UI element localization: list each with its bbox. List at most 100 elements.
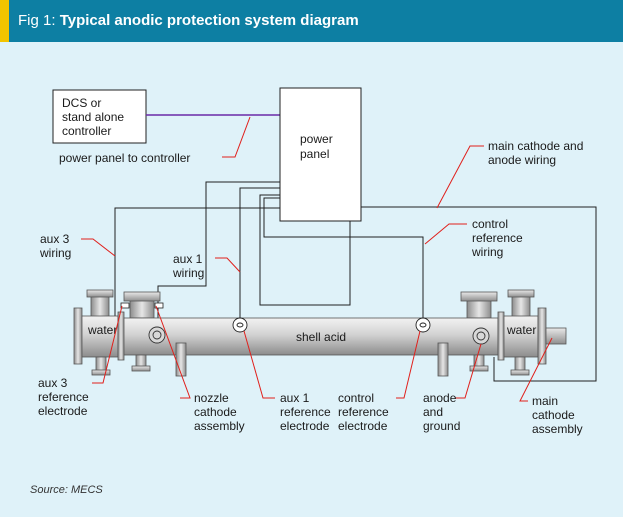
anode-ground-wire — [493, 357, 545, 382]
leader-aux1-wiring — [215, 257, 241, 273]
figure-title: Fig 1: Typical anodic protection system … — [18, 0, 359, 42]
control-ref-wiring-label-2: reference — [472, 231, 523, 245]
bottom-nozzle-right-2 — [514, 356, 526, 372]
nozzle-right-1-flange — [460, 291, 498, 302]
control-ref-wiring-label-3: wiring — [471, 245, 503, 259]
aux1-electrode-port — [232, 317, 248, 333]
leader-lines — [81, 116, 553, 402]
nozzle-cathode-flange — [123, 291, 161, 302]
leader-aux3-wiring — [81, 238, 116, 257]
aux1-electrode-port-inner — [236, 322, 244, 328]
leader-nozzle-cathode — [155, 305, 191, 399]
aux1-wiring-label-1: aux 1 — [173, 252, 203, 266]
leader-main-cathode — [436, 145, 484, 209]
control-ref-wiring-label-1: control — [472, 217, 508, 231]
bottom-nozzle-left-flange — [91, 369, 111, 376]
power-panel-box — [279, 87, 362, 222]
anode-port-inner — [476, 331, 486, 341]
nozzle-label-3: assembly — [194, 419, 245, 433]
controller-label-2: stand alone — [62, 110, 124, 124]
control-electrode-port — [415, 317, 431, 333]
nozzle-cathode-tip — [154, 302, 164, 309]
anode-label-1: anode — [423, 391, 457, 405]
nozzle-right-2 — [511, 295, 531, 319]
nozzle-label-2: cathode — [194, 405, 237, 419]
aux1-wiring-label-2: wiring — [172, 266, 204, 280]
main-cathode-stub — [545, 327, 567, 345]
left-bonnet — [81, 315, 119, 358]
leader-control-electrode — [396, 330, 421, 399]
nozzle-left-aux3 — [90, 295, 110, 319]
nozzle-right-1 — [466, 299, 492, 319]
bottom-nozzle-left — [95, 356, 107, 372]
water-label-left: water — [87, 323, 117, 337]
bottom-nozzle-mid-left-flange — [131, 365, 151, 372]
leader-main-cathode-asm — [519, 337, 553, 402]
leader-anode — [455, 343, 482, 399]
leader-control-ref-wiring — [424, 223, 467, 245]
anode-label-2: and — [423, 405, 443, 419]
control-ref-wire — [263, 197, 424, 318]
power-panel-label-1: power — [300, 132, 333, 146]
main-cathode-wiring-label-1: main cathode and — [488, 139, 583, 153]
controller-label-1: DCS or — [62, 96, 101, 110]
controller-label-3: controller — [62, 124, 111, 138]
aux3-wiring-label-1: aux 3 — [40, 232, 70, 246]
aux3-electrode-tip — [120, 302, 130, 309]
main-cathode-wiring-label-2: anode wiring — [488, 153, 556, 167]
aux1-ref-label-2: reference — [280, 405, 331, 419]
nozzle-cathode-port-inner — [152, 330, 162, 340]
control-ref-label-3: electrode — [338, 419, 388, 433]
anode-label-3: ground — [423, 419, 460, 433]
aux1-ref-label-3: electrode — [280, 419, 330, 433]
nozzle-cathode-port — [148, 326, 166, 344]
control-ref-label-1: control — [338, 391, 374, 405]
nozzle-cathode — [129, 299, 155, 319]
support-left — [175, 342, 187, 377]
nozzle-right-2-flange — [507, 289, 535, 298]
power-panel-label-2: panel — [300, 147, 329, 161]
header-accent-bar — [0, 0, 9, 42]
aux3-ref-label-3: electrode — [38, 404, 88, 418]
anode-port — [472, 327, 490, 345]
nozzle-left-aux3-flange — [86, 289, 114, 298]
aux3-ref-label-1: aux 3 — [38, 376, 68, 390]
main-cathode-wire — [361, 206, 597, 382]
source-credit: Source: MECS — [30, 484, 103, 496]
bottom-nozzle-mid-left — [135, 354, 147, 368]
main-cathode-asm-label-2: cathode — [532, 408, 575, 422]
leader-power-to-controller — [222, 116, 251, 158]
power-panel-to-controller-label: power panel to controller — [59, 151, 190, 165]
aux1-wire — [239, 187, 280, 318]
aux3-ref-label-2: reference — [38, 390, 89, 404]
figure-number: Fig 1: — [18, 12, 60, 29]
control-ref-label-2: reference — [338, 405, 389, 419]
figure-title-text: Typical anodic protection system diagram — [59, 12, 359, 29]
nozzle-wire — [157, 181, 280, 318]
water-label-right: water — [506, 323, 536, 337]
bottom-nozzle-right-2-flange — [510, 369, 530, 376]
leader-aux1-electrode — [243, 330, 275, 399]
shell-wire — [259, 194, 351, 306]
controller-box — [52, 89, 147, 144]
heat-exchanger: water water shell acid — [73, 289, 567, 377]
main-cathode-asm-label-3: assembly — [532, 422, 583, 436]
left-flange — [73, 307, 83, 365]
shell-acid-label: shell acid — [296, 330, 346, 344]
main-cathode-asm-label-1: main — [532, 394, 558, 408]
wiring — [114, 181, 597, 382]
nozzle-label-1: nozzle — [194, 391, 229, 405]
right-tubesheet — [497, 311, 505, 361]
bottom-nozzle-right-1-flange — [469, 365, 489, 372]
figure-header: Fig 1: Typical anodic protection system … — [0, 0, 623, 42]
leader-aux3-electrode — [92, 305, 123, 384]
support-right — [437, 342, 449, 377]
right-flange — [537, 307, 547, 365]
right-bonnet — [503, 315, 539, 358]
aux1-ref-label-1: aux 1 — [280, 391, 310, 405]
aux3-wiring-label-2: wiring — [39, 246, 71, 260]
aux3-wire — [114, 207, 280, 318]
control-electrode-port-inner — [419, 322, 427, 328]
